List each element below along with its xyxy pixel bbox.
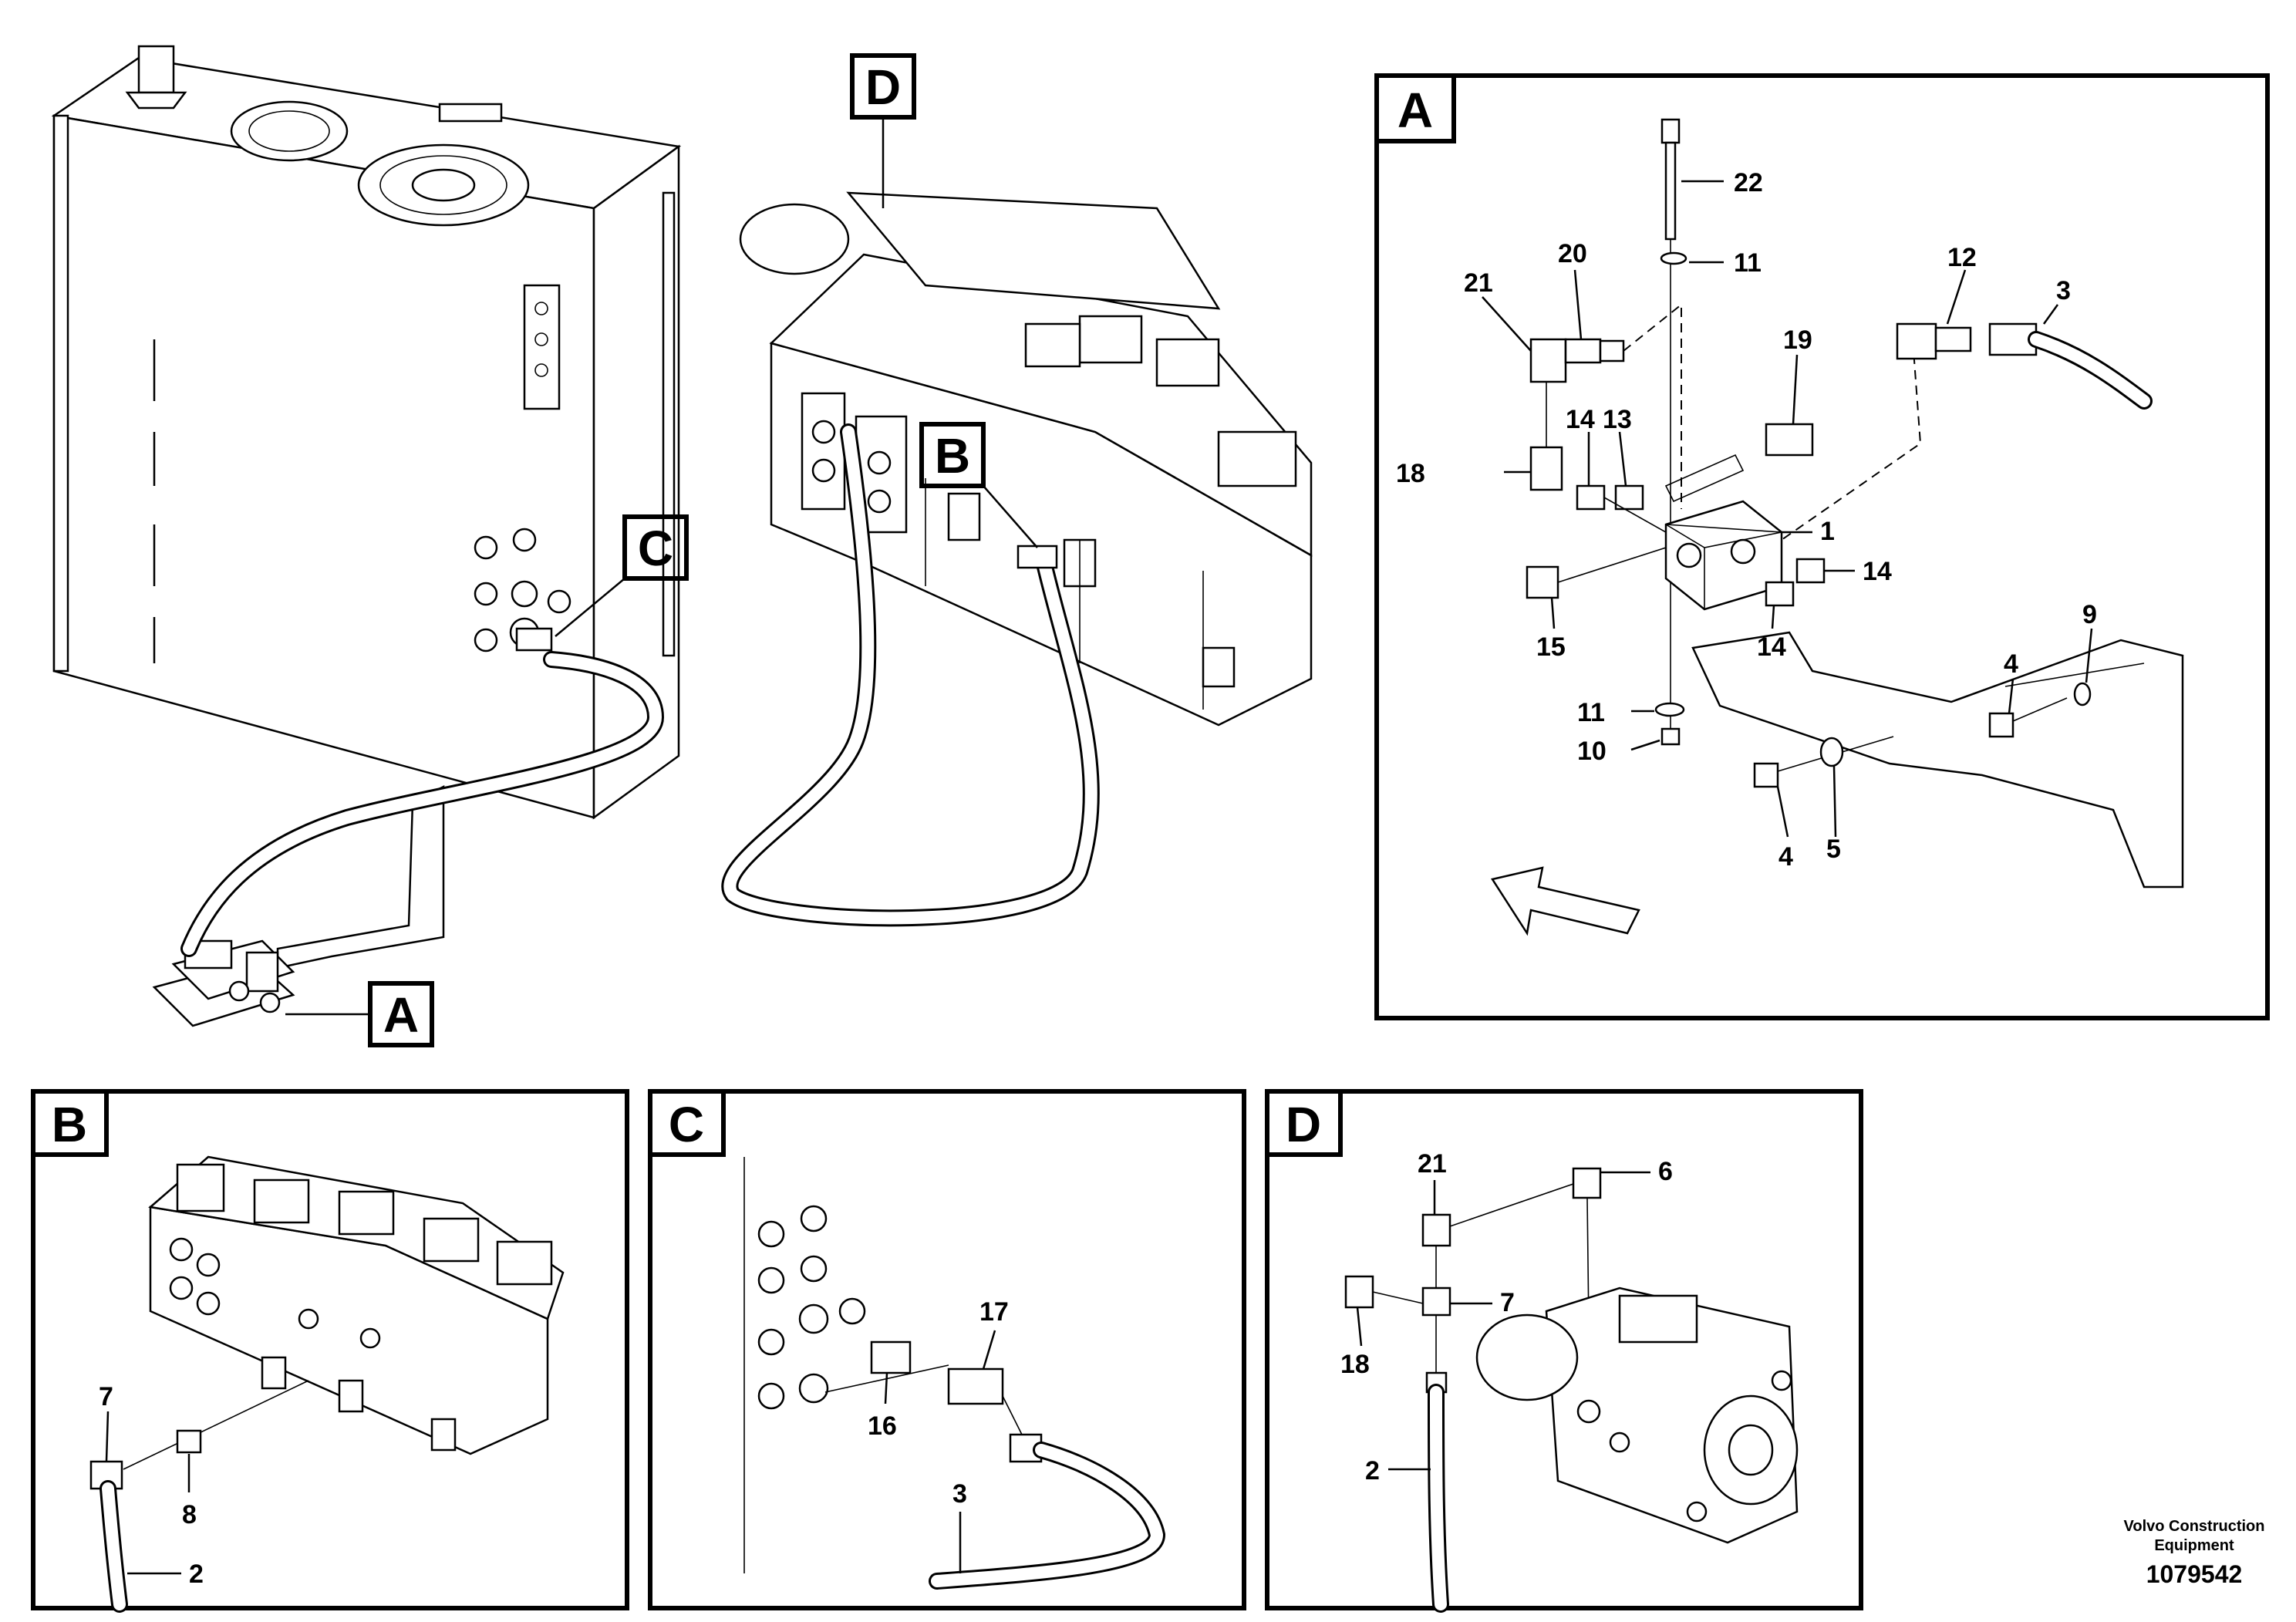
panel-a-labels: 22 11 20 21 12 3 19 14 13 18 1 14 15 14 … bbox=[1396, 168, 2097, 872]
label-22: 22 bbox=[1734, 168, 1763, 197]
panel-b-valve-illustration bbox=[148, 1155, 565, 1455]
label-6: 6 bbox=[1658, 1157, 1673, 1186]
label-17: 17 bbox=[979, 1297, 1009, 1327]
label-3: 3 bbox=[952, 1479, 967, 1509]
panel-b: B 7 8 2 bbox=[31, 1089, 629, 1613]
svg-text:D: D bbox=[865, 59, 901, 115]
label-20: 20 bbox=[1558, 239, 1587, 268]
label-4-lower: 4 bbox=[1778, 842, 1793, 872]
panel-c-port-illustration bbox=[757, 1205, 866, 1410]
label-2: 2 bbox=[1365, 1456, 1380, 1485]
panel-c: C 17 16 3 bbox=[648, 1089, 1246, 1610]
label-14-right: 14 bbox=[1863, 557, 1892, 586]
svg-text:C: C bbox=[669, 1097, 704, 1152]
label-15: 15 bbox=[1536, 632, 1566, 662]
callout-d: D bbox=[850, 53, 916, 208]
label-5: 5 bbox=[1826, 835, 1841, 864]
label-18: 18 bbox=[1396, 459, 1425, 488]
company-line-2: Equipment bbox=[2154, 1537, 2234, 1554]
callout-c: C bbox=[555, 514, 689, 637]
label-16: 16 bbox=[868, 1411, 897, 1441]
label-14-lower: 14 bbox=[1757, 632, 1786, 662]
label-4-upper: 4 bbox=[2004, 649, 2018, 679]
callout-b: B bbox=[919, 422, 1038, 548]
main-overview: D B C A bbox=[51, 45, 1313, 1047]
label-3: 3 bbox=[2056, 276, 2071, 305]
footer-block: Volvo Construction Equipment 1079542 bbox=[2124, 1518, 2265, 1588]
label-1: 1 bbox=[1820, 517, 1835, 546]
label-8: 8 bbox=[182, 1500, 197, 1529]
svg-text:A: A bbox=[383, 987, 419, 1043]
svg-text:A: A bbox=[1397, 83, 1433, 138]
label-12: 12 bbox=[1947, 243, 1977, 272]
panel-d-pump-illustration bbox=[1475, 1286, 1799, 1544]
label-2: 2 bbox=[189, 1560, 204, 1589]
label-21: 21 bbox=[1464, 268, 1493, 298]
svg-text:D: D bbox=[1286, 1097, 1321, 1152]
panel-a: A bbox=[1374, 73, 2270, 1020]
label-11: 11 bbox=[1734, 248, 1762, 278]
valve-block-a-illustration bbox=[152, 939, 295, 1027]
label-10: 10 bbox=[1577, 737, 1607, 766]
svg-text:B: B bbox=[935, 428, 970, 484]
drawing-number: 1079542 bbox=[2146, 1560, 2243, 1588]
label-9: 9 bbox=[2082, 600, 2097, 629]
company-line-1: Volvo Construction bbox=[2124, 1518, 2265, 1535]
svg-text:C: C bbox=[638, 521, 673, 576]
control-valve-illustration bbox=[739, 191, 1313, 727]
hydraulic-tank-illustration bbox=[51, 45, 682, 820]
label-13: 13 bbox=[1603, 405, 1632, 434]
panel-d: D 21 6 7 18 2 bbox=[1265, 1089, 1863, 1613]
label-14-left: 14 bbox=[1566, 405, 1595, 434]
direction-arrow bbox=[1490, 866, 1640, 936]
label-19: 19 bbox=[1783, 325, 1812, 355]
callout-a: A bbox=[285, 981, 434, 1047]
label-11-lower: 11 bbox=[1577, 698, 1605, 727]
label-21: 21 bbox=[1418, 1149, 1447, 1179]
label-7: 7 bbox=[1500, 1288, 1515, 1317]
svg-text:B: B bbox=[52, 1097, 87, 1152]
label-18: 18 bbox=[1340, 1350, 1370, 1379]
label-7: 7 bbox=[99, 1382, 113, 1411]
